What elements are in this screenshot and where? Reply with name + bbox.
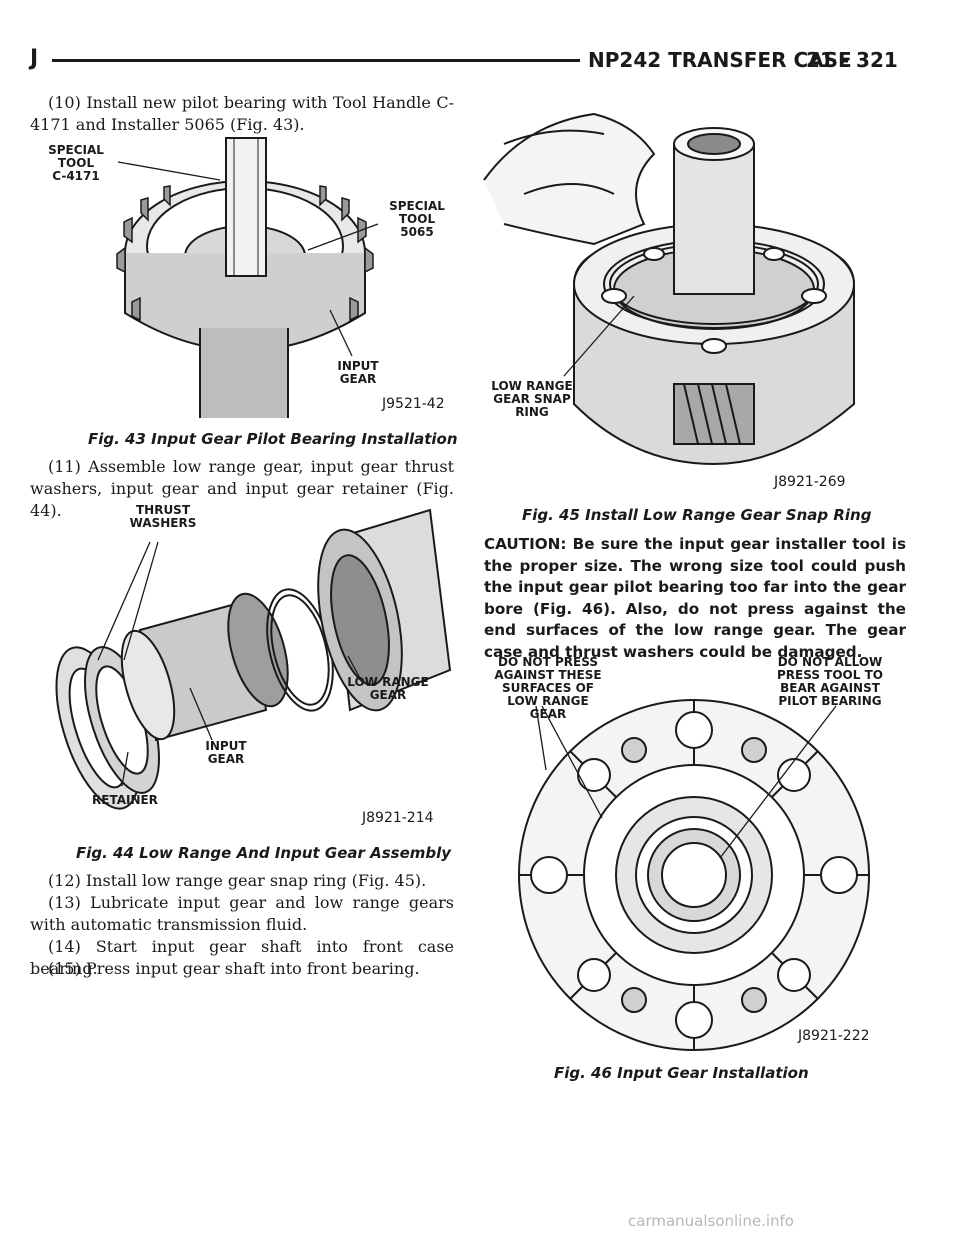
fig46-illustration: DO NOT PRESS AGAINST THESE SURFACES OF L… [484,650,904,1051]
fig45-label-snap-ring: LOW RANGE GEAR SNAP RING [491,379,573,419]
step-10-text: (10) Install new pilot bearing with Tool… [30,93,454,134]
fig44-caption: Fig. 44 Low Range And Input Gear Assembl… [76,844,452,862]
step-11-text: (11) Assemble low range gear, input gear… [30,457,454,520]
step-14-text: (14) Start input gear shaft into front c… [30,937,454,978]
fig45-drawing [483,112,855,466]
watermark: carmanualsonline.info [628,1212,794,1230]
fig43-label-input-gear: INPUT GEAR [337,359,379,386]
section-letter: J [30,46,39,71]
fig43-label-tool-c4171: SPECIAL TOOL C-4171 [48,143,104,183]
step-13-text: (13) Lubricate input gear and low range … [30,893,454,934]
step-15-text: (15) Press input gear shaft into front b… [48,959,420,978]
page-number: 21 - 321 [806,48,898,72]
fig44-label-low-range-gear: LOW RANGE GEAR [347,675,429,702]
fig44-illustration: THRUST WASHERS LOW RANGE GEAR INPUT GEAR… [30,500,454,830]
fig43-drawing [116,137,379,418]
fig43-id: J9521-42 [382,396,445,412]
fig44-label-input-gear: INPUT GEAR [205,739,247,766]
fig45-illustration: LOW RANGE GEAR SNAP RING J8921-269 [483,84,904,494]
fig46-id: J8921-222 [798,1028,870,1044]
fig46-caption: Fig. 46 Input Gear Installation [554,1064,809,1082]
fig43-caption: Fig. 43 Input Gear Pilot Bearing Install… [88,430,458,448]
fig46-label-do-not-allow: DO NOT ALLOW PRESS TOOL TO BEAR AGAINST … [777,655,883,708]
step-12-text: (12) Install low range gear snap ring (F… [48,871,427,890]
fig43-label-tool-5065: SPECIAL TOOL 5065 [389,199,445,239]
fig44-label-thrust-washers: THRUST WASHERS [129,503,197,530]
fig44-label-retainer: RETAINER [92,793,158,807]
fig44-drawing [55,508,452,810]
fig45-id: J8921-269 [774,474,846,490]
header-rule [52,59,580,62]
fig43-illustration: SPECIAL TOOL C-4171 SPECIAL TOOL 5065 IN… [30,137,454,418]
fig44-id: J8921-214 [362,810,434,826]
caution-text: CAUTION: Be sure the input gear installe… [484,535,906,661]
fig45-caption: Fig. 45 Install Low Range Gear Snap Ring [522,506,872,524]
fig46-drawing [518,699,870,1051]
fig46-label-do-not-press: DO NOT PRESS AGAINST THESE SURFACES OF L… [494,655,602,721]
header-title: NP242 TRANSFER CASE [588,48,852,72]
